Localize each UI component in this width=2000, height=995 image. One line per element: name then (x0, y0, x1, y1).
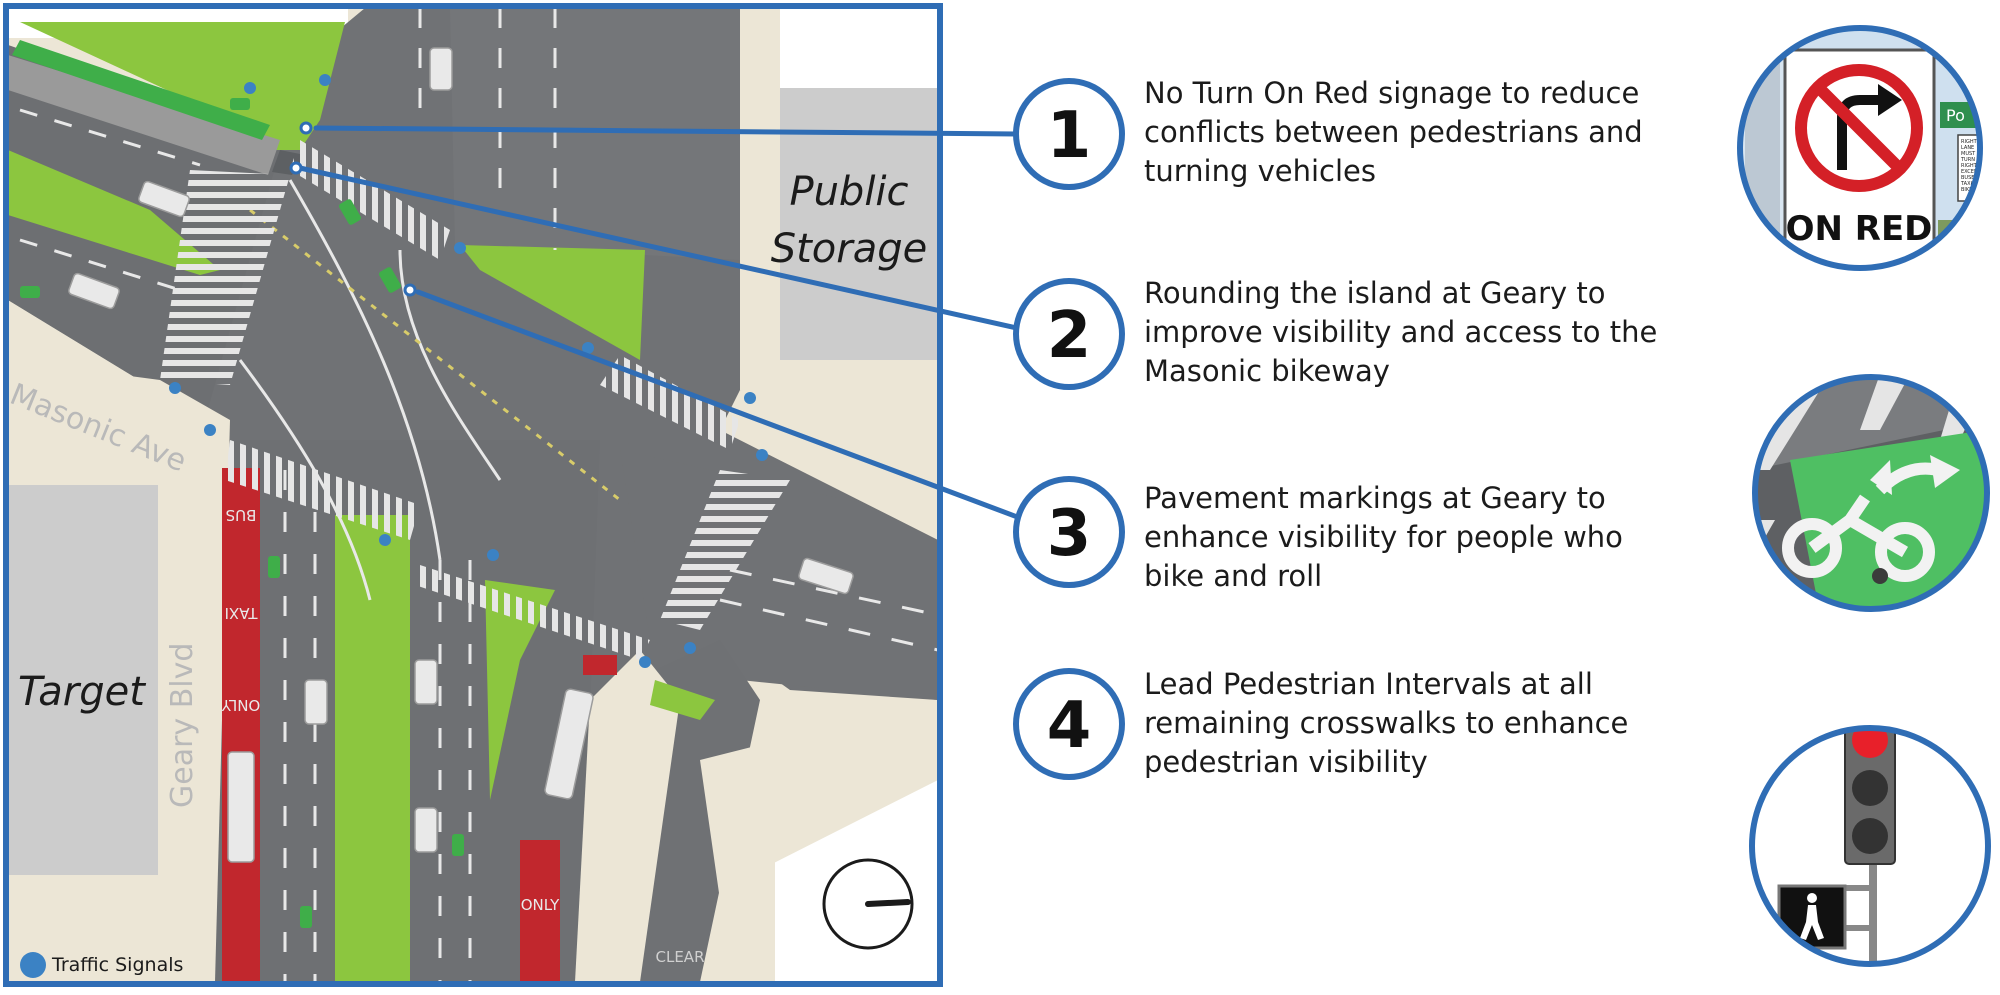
sign-line-8: TAXIS (1960, 181, 1975, 187)
callout-number-2: 2 (1047, 299, 1092, 373)
map-legend: Traffic Signals (20, 951, 183, 979)
signal-dot-icon (20, 952, 46, 978)
street-label-geary: Geary Blvd (165, 643, 200, 808)
pavement-text: BUS TAXI ONLY ONLY CLEAR (221, 506, 705, 966)
crosswalk-south (225, 440, 420, 540)
planted-island-geary (460, 245, 645, 360)
white-lot-top (780, 8, 938, 88)
sidewalk-east (740, 8, 780, 390)
north-arrow (822, 858, 914, 950)
sign-on-red: ON RED (1786, 209, 1933, 249)
sign-line-1: RIGHT (1961, 139, 1978, 145)
geary-north-roadway (450, 8, 740, 260)
pedestrian-icon (1800, 893, 1824, 940)
leader-endpoints (289, 121, 417, 297)
arrow-head-bike-2 (1930, 455, 1960, 488)
arrow-head-bike (1870, 460, 1892, 495)
sidewalk-west-geary (160, 380, 230, 982)
sign-line-3: MUST (1961, 151, 1976, 157)
callout-circle-2 (1013, 278, 1125, 390)
pavement-bus: BUS (226, 506, 257, 524)
callout-text-4: Lead Pedestrian Intervals at all remaini… (1144, 667, 1629, 779)
sign-line-6: EXCEPT (1961, 169, 1981, 175)
callout-number-1: 1 (1047, 99, 1092, 173)
callout-text-2: Rounding the island at Geary to improve … (1144, 276, 1658, 388)
crosswalk-south-east (415, 565, 650, 660)
building-public-storage (780, 88, 938, 360)
bus-lane-stub (583, 655, 617, 675)
raised-island (8, 55, 280, 175)
pavement-clear: CLEAR (656, 948, 705, 966)
planted-median-masonic (8, 150, 220, 275)
sign-line-2: LANE (1961, 145, 1974, 151)
building-label-target: Target (18, 669, 146, 715)
crosswalk-north (290, 140, 450, 260)
sidewalk-east-corner-2 (700, 700, 938, 900)
building-label-storage: Storage (771, 226, 928, 272)
vehicles (68, 47, 854, 863)
map-frame (3, 3, 943, 987)
callout-number-4: 4 (1047, 689, 1092, 763)
bus-lane-right (520, 840, 560, 982)
sign-line-5: RIGHT (1961, 163, 1978, 169)
east-approach (620, 450, 938, 700)
callout-text-3: Pavement markings at Geary to enhance vi… (1144, 481, 1623, 593)
sidewalk-southeast (575, 650, 680, 982)
crosswalk-east (660, 470, 790, 630)
sidewalk-masonic-corner (8, 360, 160, 485)
street-sign-text: Po (1946, 106, 1965, 125)
planted-corner-se (650, 680, 715, 720)
building-target (8, 485, 158, 875)
bus-lane (222, 468, 260, 982)
callout-number-3: 3 (1047, 497, 1092, 571)
lane-markings (19, 8, 938, 982)
planted-median-geary-south (335, 515, 410, 982)
callout-markers: 1 2 3 4 (1013, 78, 1125, 780)
planted-median-nw (20, 22, 345, 150)
arrow-head (1878, 84, 1902, 116)
legend-label: Traffic Signals (52, 954, 184, 976)
callout-circle-1 (1013, 78, 1125, 190)
traffic-signal-dots (169, 74, 768, 668)
building-label-public: Public (789, 169, 908, 215)
pavement-only-left: ONLY (221, 696, 260, 714)
photo-bike-marking (1752, 374, 1990, 612)
sign-line-4: TURN (1960, 157, 1975, 163)
photo-traffic-signal (1749, 725, 1991, 967)
bike-markings (20, 98, 464, 928)
callout-text-1: No Turn On Red signage to reduce conflic… (1144, 76, 1643, 188)
leader-lines (297, 125, 1023, 521)
callout-circle-3 (1013, 476, 1125, 588)
pavement-taxi: TAXI (225, 604, 259, 622)
bike-lane (12, 40, 270, 140)
planted-median-geary-2 (485, 580, 555, 800)
pavement-only-right: ONLY (521, 896, 560, 914)
callout-circle-4 (1013, 668, 1125, 780)
prohibition-slash (1814, 83, 1904, 173)
sign-line-7: BUSES (1961, 175, 1978, 181)
crosswalk-north-east (600, 355, 740, 450)
intersection-map: BUS TAXI ONLY ONLY CLEAR Masonic Ave Gea… (8, 8, 938, 982)
sign-line-9: BIKES (1961, 187, 1976, 193)
photo-no-turn-on-red: Po RIGHT LANE MUST TURN RIGHT EXCEPT BUS… (1737, 25, 1983, 271)
crosswalk-west (160, 170, 290, 385)
